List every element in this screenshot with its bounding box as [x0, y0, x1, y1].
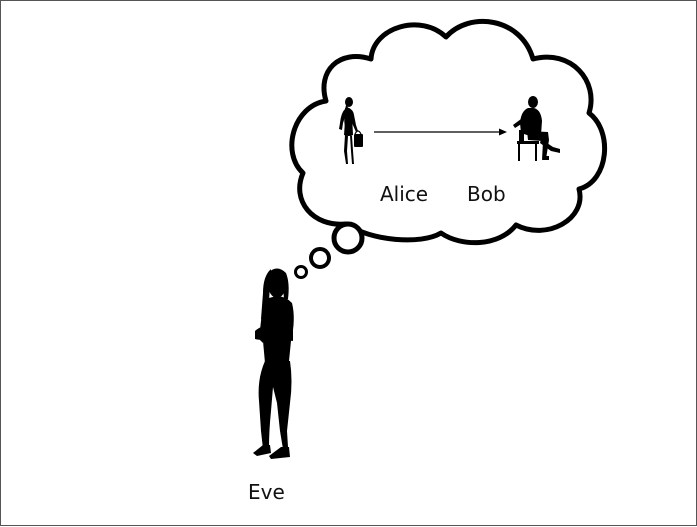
bob-silhouette-icon: [513, 96, 560, 161]
thought-bubble-medium-icon: [309, 247, 331, 269]
thought-bubble-small-icon: [294, 265, 308, 279]
thought-bubble-large-icon: [331, 221, 365, 255]
alice-silhouette-icon: [339, 97, 363, 164]
bob-label: Bob: [467, 182, 506, 206]
arrow-head-icon: [499, 128, 507, 136]
eve-silhouette-icon: [253, 268, 294, 459]
eve-label: Eve: [248, 480, 285, 504]
alice-label: Alice: [380, 182, 429, 206]
